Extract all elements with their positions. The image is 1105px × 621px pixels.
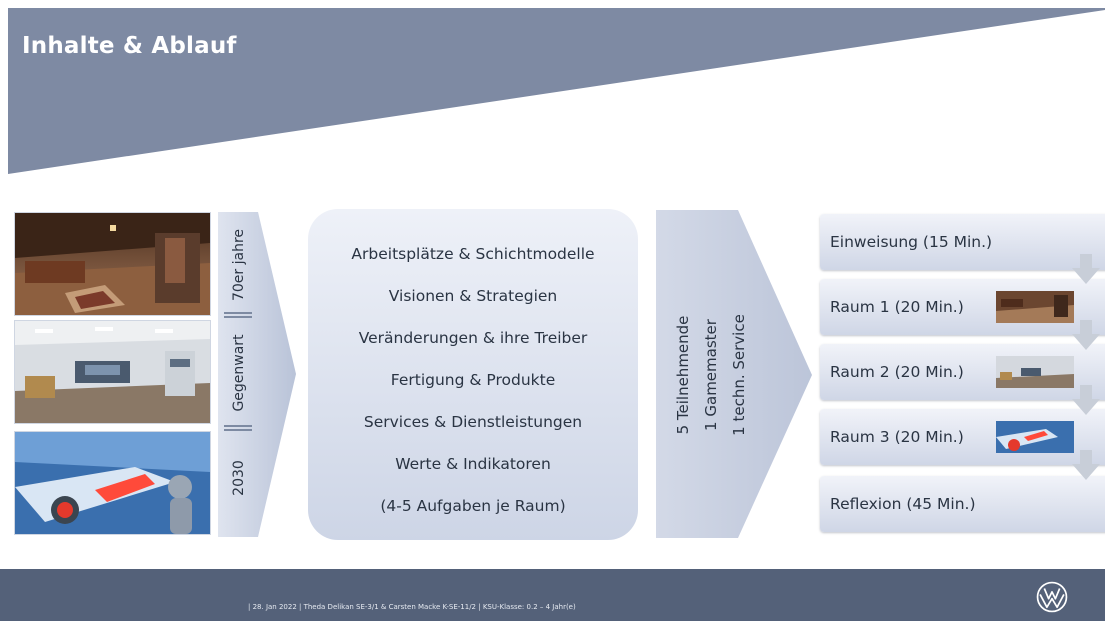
schedule-step-label: Einweisung (15 Min.) — [830, 233, 993, 251]
schedule-step-room-2: Raum 2 (20 Min.) — [820, 344, 1105, 400]
staff-tech-service: 1 techn. Service — [730, 314, 748, 436]
topic-item: Veränderungen & ihre Treiber — [358, 329, 588, 347]
staff-participants: 5 Teilnehmende — [674, 315, 692, 435]
room-2030-photo — [14, 431, 211, 535]
topic-item: Werte & Indikatoren — [395, 455, 551, 473]
topic-item: (4-5 Aufgaben je Raum) — [380, 497, 566, 515]
topic-item: Visionen & Strategien — [388, 287, 558, 305]
topics-box: Arbeitsplätze & Schichtmodelle Visionen … — [308, 209, 638, 540]
staff-gamemaster: 1 Gamemaster — [702, 319, 720, 431]
footer-bar — [0, 569, 1105, 621]
schedule-step-briefing: Einweisung (15 Min.) — [820, 214, 1105, 270]
topic-item: Services & Dienstleistungen — [363, 413, 583, 431]
era-arrow — [218, 212, 296, 537]
schedule-step-room-1: Raum 1 (20 Min.) — [820, 279, 1105, 335]
vw-logo-icon — [1036, 581, 1068, 613]
room-present-photo — [14, 320, 211, 424]
schedule-step-label: Raum 1 (20 Min.) — [830, 298, 964, 316]
room-70s-photo — [14, 212, 211, 316]
down-arrow-icon — [1072, 385, 1100, 415]
down-arrow-icon — [1072, 320, 1100, 350]
slide-title: Inhalte & Ablauf — [22, 33, 237, 59]
schedule-step-label: Raum 2 (20 Min.) — [830, 363, 964, 381]
topic-item: Fertigung & Produkte — [390, 371, 556, 389]
schedule-step-label: Raum 3 (20 Min.) — [830, 428, 964, 446]
staff-chevron — [656, 210, 812, 538]
down-arrow-icon — [1072, 254, 1100, 284]
room-1-thumbnail — [996, 291, 1074, 323]
era-label-70s: 70er jahre — [231, 228, 247, 302]
topic-item: Arbeitsplätze & Schichtmodelle — [351, 245, 595, 263]
down-arrow-icon — [1072, 450, 1100, 480]
era-label-2030: 2030 — [231, 460, 247, 496]
era-label-present: Gegenwart — [231, 334, 247, 412]
schedule-step-room-3: Raum 3 (20 Min.) — [820, 409, 1105, 465]
schedule-step-reflection: Reflexion (45 Min.) — [820, 476, 1105, 532]
footer-text: | 28. Jan 2022 | Theda Delikan SE-3/1 & … — [248, 603, 576, 611]
room-3-thumbnail — [996, 421, 1074, 453]
room-2-thumbnail — [996, 356, 1074, 388]
header-banner — [8, 8, 1105, 174]
schedule-step-label: Reflexion (45 Min.) — [830, 495, 976, 513]
